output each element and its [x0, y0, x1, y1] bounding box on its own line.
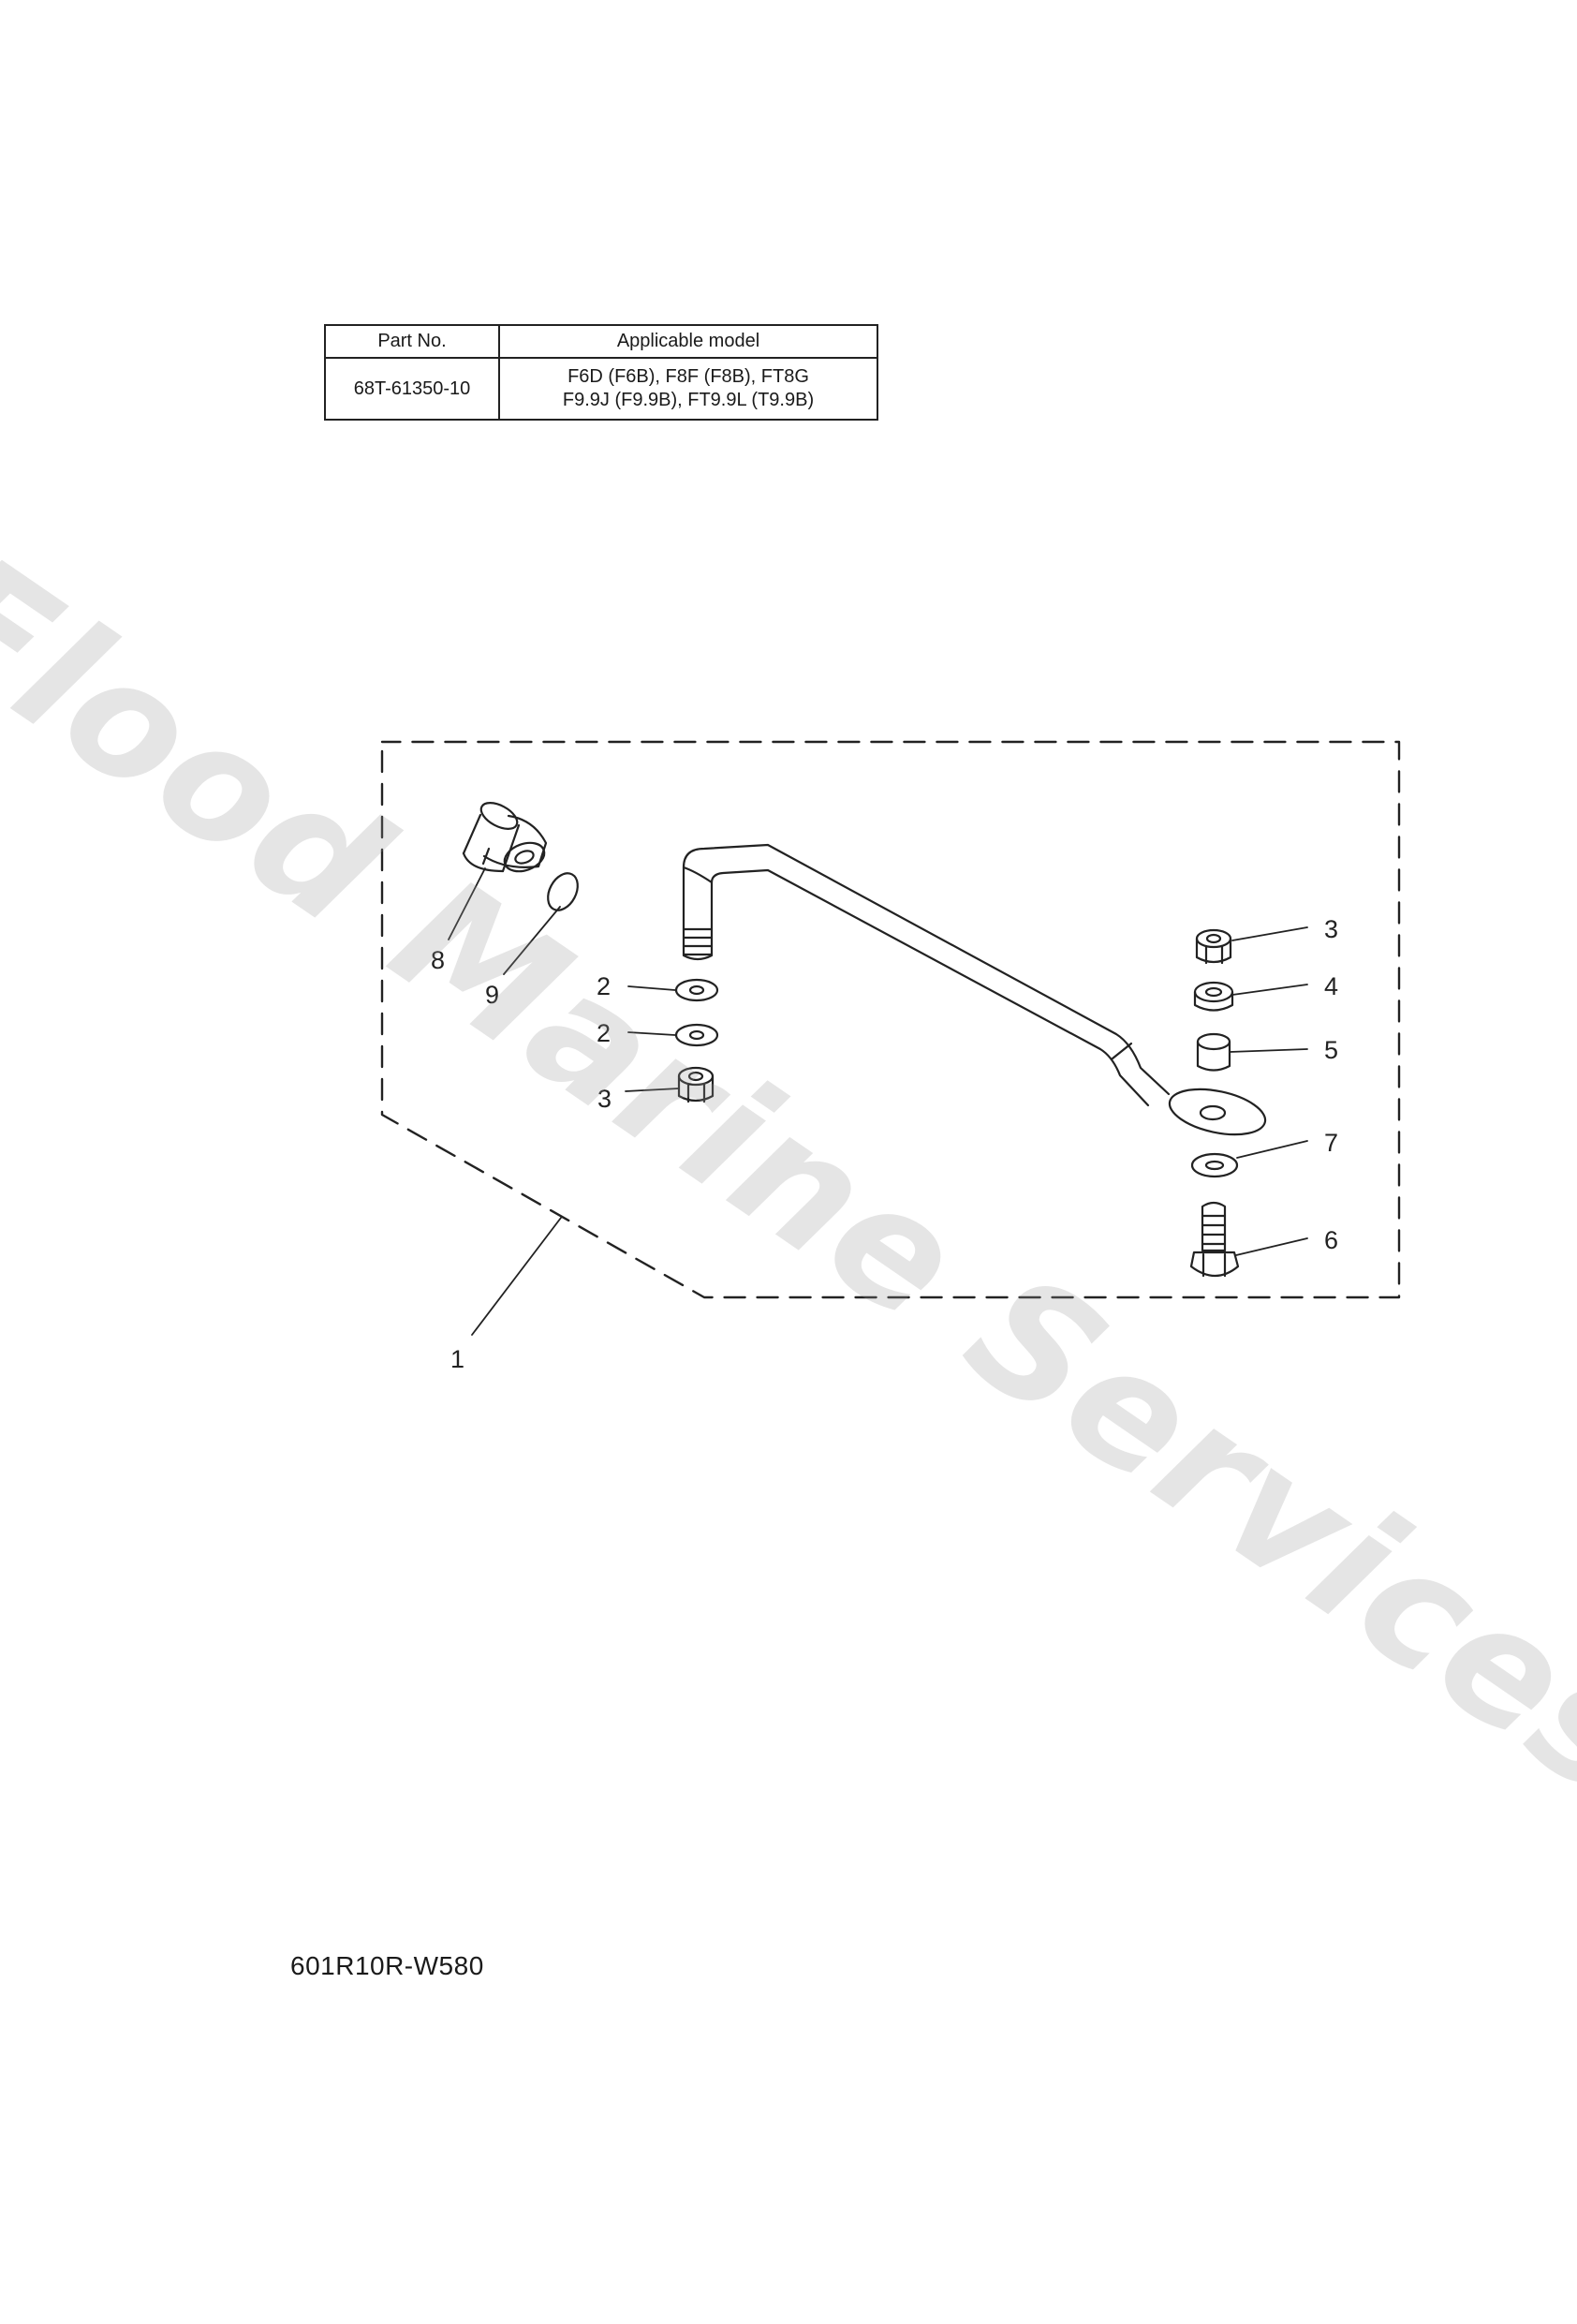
nut-left-part: [677, 1066, 715, 1103]
callout-8: 8: [431, 946, 445, 974]
callout-3-right: 3: [1324, 915, 1338, 943]
cell-applicable-models: F6D (F6B), F8F (F8B), FT8G F9.9J (F9.9B)…: [498, 357, 878, 421]
collar-part: [1196, 1032, 1231, 1072]
assembly-boundary: [380, 740, 1401, 1299]
washer-lower-part: [674, 1023, 719, 1047]
callout-2-lower: 2: [597, 1019, 611, 1047]
callout-2-upper: 2: [597, 972, 611, 1000]
link-rod-part: [682, 843, 1267, 1136]
nut-4-part: [1193, 981, 1234, 1012]
leader-lines: [448, 867, 1308, 1336]
callout-3-left: 3: [597, 1085, 612, 1113]
washer-7-part: [1190, 1152, 1239, 1178]
header-applicable-model: Applicable model: [498, 324, 878, 359]
models-line-2: F9.9J (F9.9B), FT9.9L (T9.9B): [562, 390, 815, 410]
callout-6: 6: [1324, 1226, 1338, 1254]
document-code: 601R10R-W580: [290, 1951, 484, 1980]
washer-upper-part: [674, 978, 719, 1002]
callout-5: 5: [1324, 1036, 1338, 1064]
header-part-no: Part No.: [324, 324, 500, 359]
grommet-part: [462, 802, 548, 873]
callout-4: 4: [1324, 972, 1338, 1000]
cell-part-no: 68T-61350-10: [324, 357, 500, 421]
nut-right-part: [1195, 928, 1232, 965]
callout-1: 1: [450, 1345, 464, 1373]
callout-7: 7: [1324, 1129, 1338, 1157]
models-line-1: F6D (F6B), F8F (F8B), FT8G: [567, 366, 809, 387]
table-header-row: Part No. Applicable model: [324, 324, 878, 359]
applicability-table: Part No. Applicable model 68T-61350-10 F…: [324, 324, 878, 421]
callout-labels: 8 9 2 2 3 3 4 5 7 6 1: [431, 915, 1338, 1373]
table-row: 68T-61350-10 F6D (F6B), F8F (F8B), FT8G …: [324, 357, 878, 421]
bolt-part: [1189, 1201, 1240, 1278]
callout-9: 9: [485, 981, 499, 1009]
o-ring-part: [547, 872, 579, 911]
